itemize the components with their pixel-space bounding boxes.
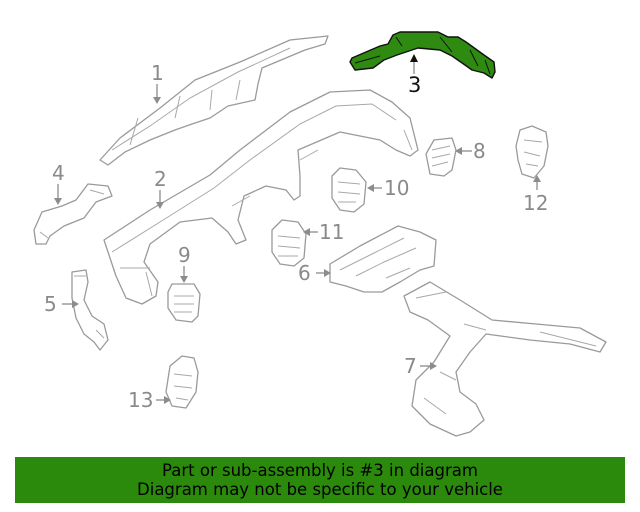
part-8-vent[interactable]: [425, 137, 457, 177]
info-banner: Part or sub-assembly is #3 in diagram Di…: [15, 457, 625, 503]
callout-9: 9: [178, 243, 191, 267]
callout-12: 12: [523, 191, 548, 215]
callout-8: 8: [473, 139, 486, 163]
part-3-duct[interactable]: [349, 31, 496, 79]
part-12-bracket[interactable]: [515, 125, 549, 179]
part-9-vent[interactable]: [167, 283, 201, 323]
part-4-duct[interactable]: [33, 183, 113, 245]
banner-line-2: Diagram may not be specific to your vehi…: [137, 480, 503, 499]
callout-2: 2: [154, 167, 167, 191]
callout-10: 10: [384, 176, 409, 200]
part-2-duct[interactable]: [103, 89, 419, 305]
part-11-vent[interactable]: [271, 219, 307, 267]
callout-5: 5: [44, 292, 57, 316]
callout-3: 3: [408, 73, 421, 97]
callout-11: 11: [319, 220, 344, 244]
leader-lines: [54, 54, 541, 404]
part-13-bracket[interactable]: [165, 355, 199, 409]
callout-1: 1: [151, 61, 164, 85]
part-10-vent[interactable]: [331, 167, 367, 213]
callout-4: 4: [52, 161, 65, 185]
part-1-duct[interactable]: [99, 35, 329, 166]
callout-6: 6: [298, 261, 311, 285]
part-5-duct[interactable]: [71, 269, 109, 351]
part-6-duct[interactable]: [329, 225, 437, 293]
callout-7: 7: [404, 354, 417, 378]
part-7-duct[interactable]: [403, 281, 607, 437]
banner-line-1: Part or sub-assembly is #3 in diagram: [162, 461, 478, 480]
callout-13: 13: [128, 388, 153, 412]
